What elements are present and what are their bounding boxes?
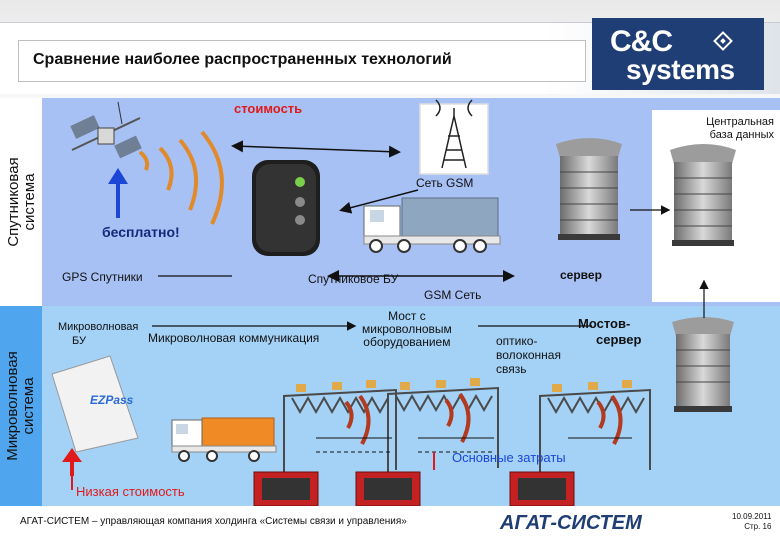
generator-icon-2: [355, 471, 421, 507]
footer-page-number: Стр. 16: [744, 522, 772, 531]
bridge-server-line1: Мостов-: [578, 316, 631, 331]
slide-footer: АГАТ-СИСТЕМ – управляющая компания холди…: [0, 506, 780, 540]
lane-lines: [316, 437, 632, 453]
bridge-line3: оборудованием: [363, 335, 451, 349]
microwave-section-label: Микроволновая система: [0, 306, 42, 506]
fiber-line2: волоконная: [496, 348, 561, 362]
satellite-icon: [70, 101, 142, 159]
footer-date: 10.09.2011: [732, 512, 772, 521]
bridge-label: Мост с микроволновым оборудованием: [362, 310, 452, 349]
gantry-emitters: [296, 378, 632, 392]
page-title: Сравнение наиболее распространенных техн…: [33, 51, 452, 68]
microwave-truck-icon: [171, 417, 277, 462]
gps-satellites-label: GPS Спутники: [62, 270, 143, 284]
footer-date-block: 10.09.2011 Стр. 16: [732, 512, 771, 532]
mw-unit-label: Микроволновая БУ: [58, 320, 138, 348]
bridge-server-label: Мостов- сервер: [578, 316, 641, 348]
agat-system-logo: АГАТ-СИСТЕМ: [500, 512, 642, 534]
logo-text-top: C&C: [610, 25, 673, 58]
satellite-section-label: Спутниковая система: [0, 98, 42, 306]
generator-icon-3: [509, 471, 575, 507]
cc-systems-logo: C&C systems: [592, 18, 764, 90]
satellite-onboard-unit-icon: [252, 160, 320, 256]
central-db-line1: Центральная: [706, 116, 774, 128]
bridge-line1: Мост с: [388, 309, 426, 323]
fiber-line1: оптико-: [496, 334, 538, 348]
logo-text-bottom: systems: [626, 54, 735, 85]
server-label: сервер: [560, 268, 602, 282]
server-icon-satellite: [556, 138, 622, 240]
bridge-line2: микроволновым: [362, 322, 452, 336]
gsm-net-label: GSM Сеть: [424, 288, 482, 302]
slide-header: Сравнение наиболее распространенных техн…: [0, 0, 780, 98]
gsm-network-label: Сеть GSM: [416, 176, 474, 190]
title-box: Сравнение наиболее распространенных техн…: [18, 40, 586, 82]
blue-up-arrow-mw: [62, 448, 82, 476]
central-db-line2: база данных: [709, 129, 774, 141]
main-costs-label: Основные затраты: [452, 450, 566, 465]
footer-company-text: АГАТ-СИСТЕМ – управляющая компания холди…: [20, 516, 407, 527]
satellite-truck-icon: [363, 197, 501, 253]
bridge-server-line2: сервер: [596, 332, 642, 347]
central-database-label: Центральная база данных: [650, 116, 774, 142]
mw-comm-label: Микроволновая коммуникация: [148, 331, 320, 345]
cost-label: стоимость: [234, 101, 303, 116]
ezpass-brand: EZPass: [90, 393, 134, 407]
mw-unit-line1: Микроволновая: [58, 321, 139, 333]
low-cost-label: Низкая стоимость: [76, 484, 185, 499]
satellite-to-tower-arrow: [231, 140, 401, 158]
generator-icon-1: [253, 471, 319, 507]
blue-up-arrow-gps: [108, 168, 128, 218]
server-icon-central: [670, 144, 736, 246]
tower-to-truck-arrow: [339, 189, 419, 214]
free-label: бесплатно!: [102, 224, 180, 240]
fiber-line3: связь: [496, 362, 527, 376]
gantry-icons: [283, 386, 651, 478]
fiber-label: оптико- волоконная связь: [496, 334, 561, 376]
server-icon-bridge: [672, 317, 734, 412]
mw-unit-line2: БУ: [72, 335, 86, 347]
microwave-onboard-unit-icon: EZPass: [51, 355, 139, 453]
satellite-onboard-unit-label: Спутниковое БУ: [308, 272, 399, 286]
gsm-tower-icon: [419, 99, 489, 175]
satellite-signal-waves: [138, 130, 224, 225]
